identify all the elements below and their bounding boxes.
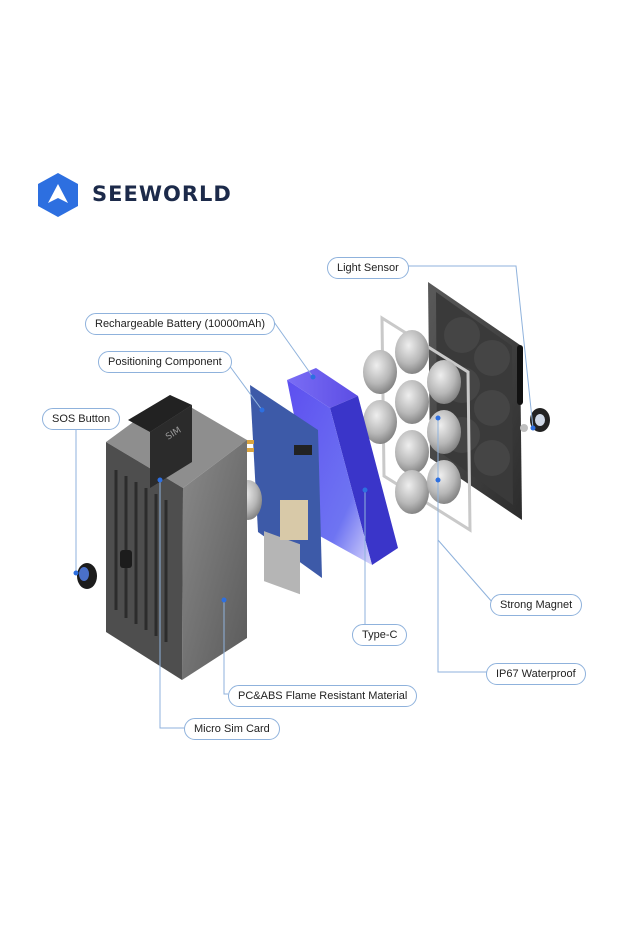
leader-dots	[73, 374, 536, 603]
callout-positioning: Positioning Component	[98, 351, 232, 373]
brand-logo: SEEWORLD	[36, 172, 276, 220]
callout-sos-button: SOS Button	[42, 408, 121, 430]
sim-cap: SIM	[128, 395, 192, 488]
callout-strong-magnet: Strong Magnet	[490, 594, 583, 616]
seeworld-logo-icon	[38, 173, 78, 217]
sos-button-part	[77, 563, 97, 589]
light-sensor-lens	[520, 408, 550, 432]
callout-pc-abs: PC&ABS Flame Resistant Material	[228, 685, 418, 707]
callout-battery: Rechargeable Battery (10000mAh)	[85, 313, 275, 335]
callout-micro-sim: Micro Sim Card	[184, 718, 280, 740]
brand-name: SEEWORLD	[92, 182, 232, 206]
pcb-board	[242, 385, 322, 595]
callout-type-c: Type-C	[352, 624, 408, 646]
magnets	[363, 330, 461, 514]
callout-ip67: IP67 Waterproof	[486, 663, 586, 685]
callout-light-sensor: Light Sensor	[327, 257, 409, 279]
